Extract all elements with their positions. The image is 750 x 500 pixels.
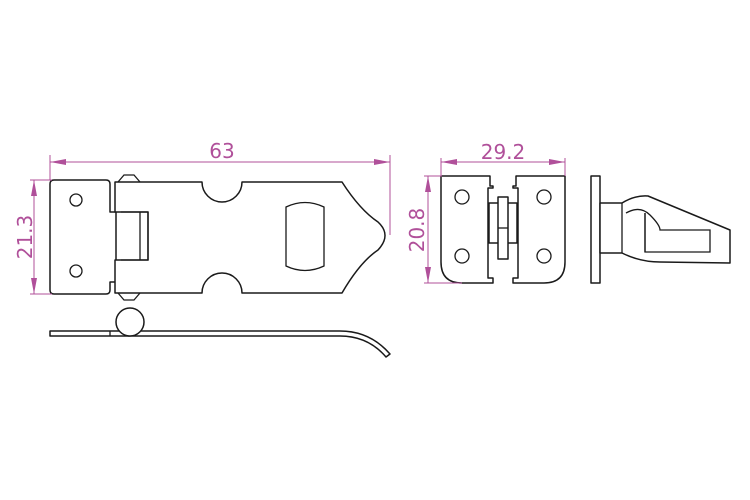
dim-label-21-3: 21.3 xyxy=(13,215,37,260)
dimension-staple-width: 29.2 xyxy=(440,140,566,176)
hasp-side-view xyxy=(49,307,391,358)
dim-label-20-8: 20.8 xyxy=(405,208,429,253)
dimension-hasp-length: 63 xyxy=(49,139,391,235)
dim-label-29-2: 29.2 xyxy=(481,140,526,164)
hasp-top-view xyxy=(49,174,386,301)
staple-front-view xyxy=(440,175,566,284)
dimension-staple-height: 20.8 xyxy=(405,175,462,284)
staple-side-view xyxy=(590,175,731,284)
dim-label-63: 63 xyxy=(209,139,234,163)
dimension-hasp-width: 21.3 xyxy=(13,179,52,295)
